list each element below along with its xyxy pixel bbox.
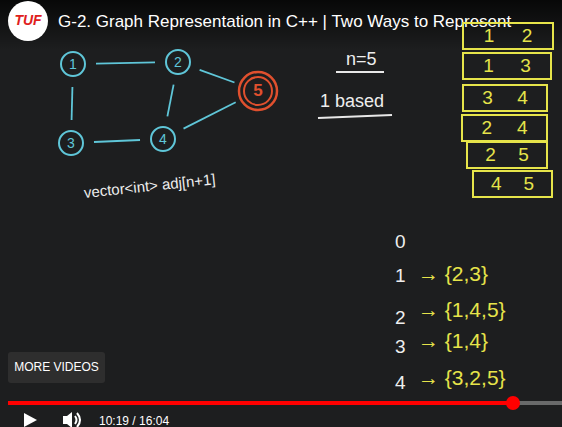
adjacency-list: → {3,2,5} (418, 366, 506, 389)
edge-list-row: 25 (466, 141, 548, 169)
edge-list-row: 12 (462, 22, 554, 50)
handwritten-note: 1 based (320, 92, 384, 112)
graph-vertex: 1 (60, 51, 86, 77)
edge-endpoint: 2 (481, 117, 492, 139)
graph-edge (71, 87, 74, 120)
edge-endpoint: 4 (517, 117, 528, 139)
underline (336, 71, 384, 73)
graph-vertex: 5 (243, 76, 273, 106)
play-icon (24, 413, 37, 427)
edge-list-row: 45 (472, 170, 553, 198)
graph-vertex: 2 (165, 49, 191, 75)
vertex-number: 4 (159, 131, 167, 147)
edge-endpoint: 4 (491, 173, 502, 195)
edge-endpoint: 4 (517, 87, 528, 109)
edge-list-row: 24 (461, 114, 548, 142)
button-label: MORE VIDEOS (14, 361, 99, 374)
underline (318, 115, 392, 118)
list-index: 1 (395, 266, 406, 287)
list-index: 0 (395, 232, 406, 253)
graph-edge (94, 140, 140, 142)
handwritten-note: n=5 (346, 50, 377, 70)
edge-endpoint: 5 (518, 144, 529, 166)
graph-edge (167, 85, 173, 117)
volume-icon (63, 412, 80, 427)
graph-vertex: 4 (150, 126, 176, 152)
list-index: 2 (395, 308, 406, 329)
edge-endpoint: 1 (484, 25, 495, 47)
list-index: 3 (395, 337, 406, 358)
edge-list-row: 13 (462, 52, 552, 80)
progress-handle (506, 396, 520, 410)
edge-endpoint: 2 (522, 25, 533, 47)
vertex-number: 1 (69, 56, 77, 72)
edge-endpoint: 5 (523, 173, 534, 195)
progress-track (8, 401, 562, 405)
button-background (8, 352, 105, 383)
channel-logo (8, 1, 48, 41)
edge-endpoint: 2 (485, 144, 496, 166)
vertex-number: 2 (174, 54, 182, 70)
edge-endpoint: 3 (520, 55, 531, 77)
video-title: G-2. Graph Representation in C++ | Two W… (58, 13, 511, 32)
list-index: 4 (395, 373, 406, 394)
progress-played (8, 401, 513, 405)
edge-list-row: 34 (462, 84, 548, 112)
time-display: 10:19 / 16:04 (99, 415, 169, 427)
edge-endpoint: 3 (482, 87, 493, 109)
edge-endpoint: 1 (483, 55, 494, 77)
graph-edge (96, 62, 155, 63)
vertex-number: 3 (67, 135, 75, 151)
adjacency-list: → {1,4,5} (418, 298, 506, 321)
adjacency-list: → {1,4} (418, 329, 488, 352)
graph-edge (200, 70, 235, 83)
graph-vertex: 3 (58, 130, 84, 156)
node-highlight (239, 72, 277, 110)
handwritten-code: vector<int> adj[n+1] (83, 171, 216, 201)
logo-text: TUF (14, 13, 41, 28)
adjacency-list: → {2,3} (418, 262, 488, 285)
graph-edge (184, 102, 236, 128)
title-shade (0, 0, 562, 50)
vertex-number: 5 (253, 81, 262, 101)
